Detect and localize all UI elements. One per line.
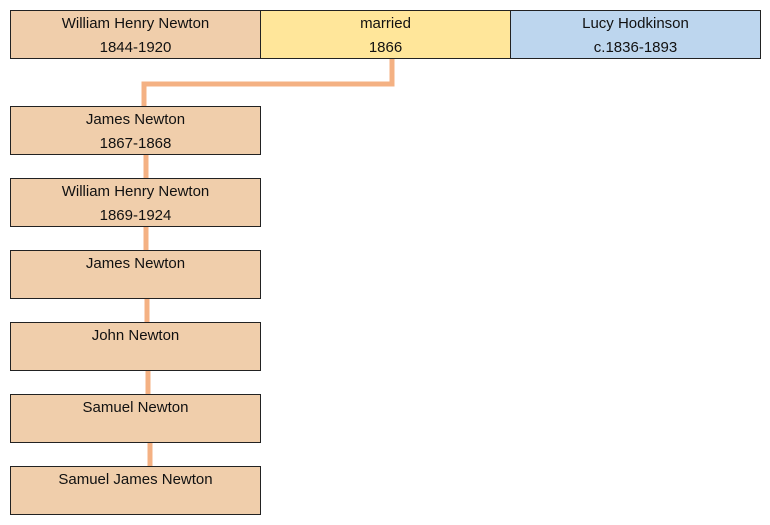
father-name: William Henry Newton [61, 15, 210, 32]
marriage-box: married 1866 [260, 10, 511, 59]
father-dates: 1844-1920 [99, 39, 172, 56]
child-name: John Newton [91, 327, 180, 344]
child-box: James Newton [10, 250, 261, 299]
marriage-label: married [360, 15, 411, 32]
child-name: James Newton [85, 255, 186, 272]
child-box: John Newton [10, 322, 261, 371]
child-box: William Henry Newton 1869-1924 [10, 178, 261, 227]
marriage-year: 1866 [368, 39, 403, 56]
mother-dates: c.1836-1893 [593, 39, 678, 56]
mother-name: Lucy Hodkinson [582, 15, 689, 32]
child-name: William Henry Newton [61, 183, 210, 200]
father-box: William Henry Newton 1844-1920 [10, 10, 261, 59]
child-box: Samuel James Newton [10, 466, 261, 515]
child-dates: 1869-1924 [99, 207, 172, 224]
marriage-to-children-connector [141, 58, 395, 107]
child-box: Samuel Newton [10, 394, 261, 443]
mother-box: Lucy Hodkinson c.1836-1893 [510, 10, 761, 59]
child-name: James Newton [85, 111, 186, 128]
child-box: James Newton 1867-1868 [10, 106, 261, 155]
child-name: Samuel James Newton [58, 471, 213, 488]
child-name: Samuel Newton [82, 399, 189, 416]
child-dates: 1867-1868 [99, 135, 172, 152]
